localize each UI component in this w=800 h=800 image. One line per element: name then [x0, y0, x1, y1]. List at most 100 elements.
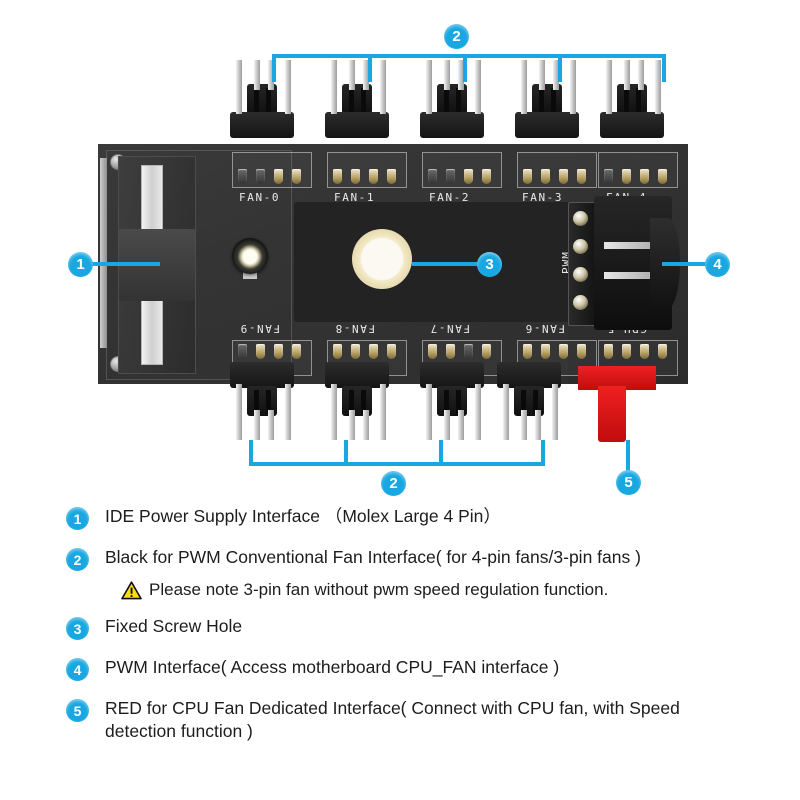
- header-leg: [380, 60, 386, 114]
- header-slot: [361, 390, 366, 414]
- bottom-bracket-tick: [439, 440, 443, 466]
- pin: [622, 344, 631, 359]
- pin: [274, 169, 283, 184]
- header-slot: [254, 390, 259, 414]
- pin: [428, 344, 437, 359]
- header-leg: [268, 60, 274, 90]
- header-leg: [444, 60, 450, 90]
- top-bracket-tick: [558, 54, 562, 82]
- header-body: [325, 362, 389, 388]
- legend-item-4: 4 PWM Interface( Access motherboard CPU_…: [66, 656, 780, 681]
- pin: [387, 169, 396, 184]
- pin: [541, 169, 550, 184]
- header-leg: [363, 60, 369, 90]
- pin: [369, 344, 378, 359]
- pin: [559, 169, 568, 184]
- header-leg: [268, 410, 274, 440]
- header-leg: [254, 60, 260, 90]
- callout-badge-3: 3: [477, 252, 502, 277]
- callout-badge-4: 4: [705, 252, 730, 277]
- legend-spacer: [66, 649, 780, 656]
- pwm-shell-slot: [604, 272, 652, 279]
- pin: [446, 344, 455, 359]
- pin: [658, 344, 667, 359]
- header-leg: [535, 410, 541, 440]
- warning-triangle-icon: [121, 581, 142, 605]
- header-body: [420, 362, 484, 388]
- header-body: [230, 362, 294, 388]
- pin: [387, 344, 396, 359]
- port-label-fan-7: FAN-7: [429, 322, 471, 335]
- header-slot: [361, 88, 366, 112]
- header-leg: [363, 410, 369, 440]
- header-slot: [456, 390, 461, 414]
- fixed-screw-hole: [352, 229, 412, 289]
- header-slot: [349, 390, 354, 414]
- legend-text-4: PWM Interface( Access motherboard CPU_FA…: [105, 657, 560, 677]
- header-slot: [444, 390, 449, 414]
- header-leg: [285, 384, 291, 440]
- legend-note-2-text: Please note 3-pin fan without pwm speed …: [149, 580, 609, 599]
- pin: [640, 344, 649, 359]
- top-bracket-tick: [662, 54, 666, 82]
- callout-1-leader: [92, 262, 160, 266]
- header-leg: [331, 384, 337, 440]
- header-leg: [444, 410, 450, 440]
- pin: [559, 344, 568, 359]
- header-slot: [539, 88, 544, 112]
- header-body: [420, 112, 484, 138]
- header-leg: [458, 410, 464, 440]
- port-label-fan-3: FAN-3: [522, 191, 564, 204]
- header-slot: [551, 88, 556, 112]
- callout-3-leader: [412, 262, 480, 266]
- pin: [351, 344, 360, 359]
- top-bracket-tick: [368, 54, 372, 82]
- pin: [523, 169, 532, 184]
- pin: [482, 344, 491, 359]
- callout-badge-2-top: 2: [444, 24, 469, 49]
- header-slot: [266, 390, 271, 414]
- header-slot: [349, 88, 354, 112]
- legend-item-3: 3 Fixed Screw Hole: [66, 615, 780, 640]
- bottom-bracket-rail: [249, 462, 545, 466]
- port-label-fan-9: FAN-9: [239, 322, 281, 335]
- callout-badge-2-bottom: 2: [381, 471, 406, 496]
- header-slot: [533, 390, 538, 414]
- pin: [446, 169, 455, 184]
- legend-spacer: [66, 539, 780, 546]
- pwm-pin-header: [568, 202, 596, 326]
- ide-rail: [100, 158, 107, 348]
- callout-badge-5: 5: [616, 470, 641, 495]
- pin: [464, 344, 473, 359]
- header-body: [325, 112, 389, 138]
- capacitor: [232, 238, 268, 274]
- pin: [577, 169, 586, 184]
- port-label-fan-8: FAN-8: [334, 322, 376, 335]
- pin: [622, 169, 631, 184]
- callout-badge-1: 1: [68, 252, 93, 277]
- header-leg: [236, 384, 242, 440]
- pcb-board: FAN-0 FAN-1 FAN-2 FAN-3 FAN-4: [98, 144, 688, 384]
- legend-note-2: Please note 3-pin fan without pwm speed …: [121, 580, 780, 605]
- header-leg: [458, 60, 464, 90]
- pwm-interface: [594, 196, 680, 330]
- legend-item-1: 1 IDE Power Supply Interface （Molex Larg…: [66, 505, 780, 530]
- header-leg: [553, 60, 559, 90]
- header-leg: [426, 60, 432, 114]
- header-leg: [331, 60, 337, 114]
- pin: [351, 169, 360, 184]
- pwm-pin: [573, 295, 588, 310]
- pin: [369, 169, 378, 184]
- pin: [256, 169, 265, 184]
- pwm-pin: [573, 239, 588, 254]
- header-leg: [236, 60, 242, 114]
- port-label-fan-2: FAN-2: [429, 191, 471, 204]
- header-slot: [521, 390, 526, 414]
- pin: [333, 169, 342, 184]
- header-slot: [266, 88, 271, 112]
- header-leg: [570, 60, 576, 114]
- legend-badge-2: 2: [66, 548, 89, 571]
- header-leg: [552, 384, 558, 440]
- header-leg: [349, 60, 355, 90]
